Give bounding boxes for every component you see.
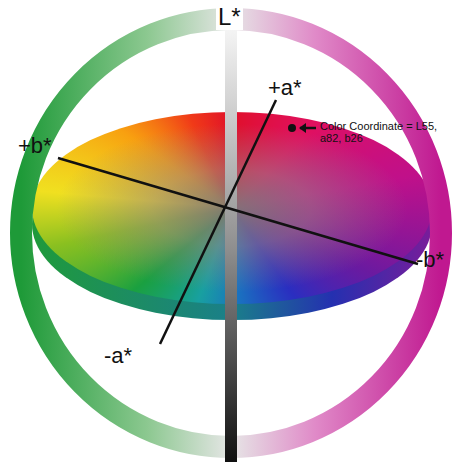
l-axis [225,30,237,462]
axis-label: -a* [104,344,132,368]
axis-label: +a* [268,76,302,100]
b-axis [58,158,418,264]
pointer-head [299,123,306,133]
axis-label: +b* [18,134,52,158]
axis-label: -b* [416,248,444,272]
axis-label: L* [216,4,243,30]
coordinate-note: Color Coordinate = L55, a82, b26 [320,120,456,144]
color-point [288,124,296,132]
a-axis [160,100,276,344]
